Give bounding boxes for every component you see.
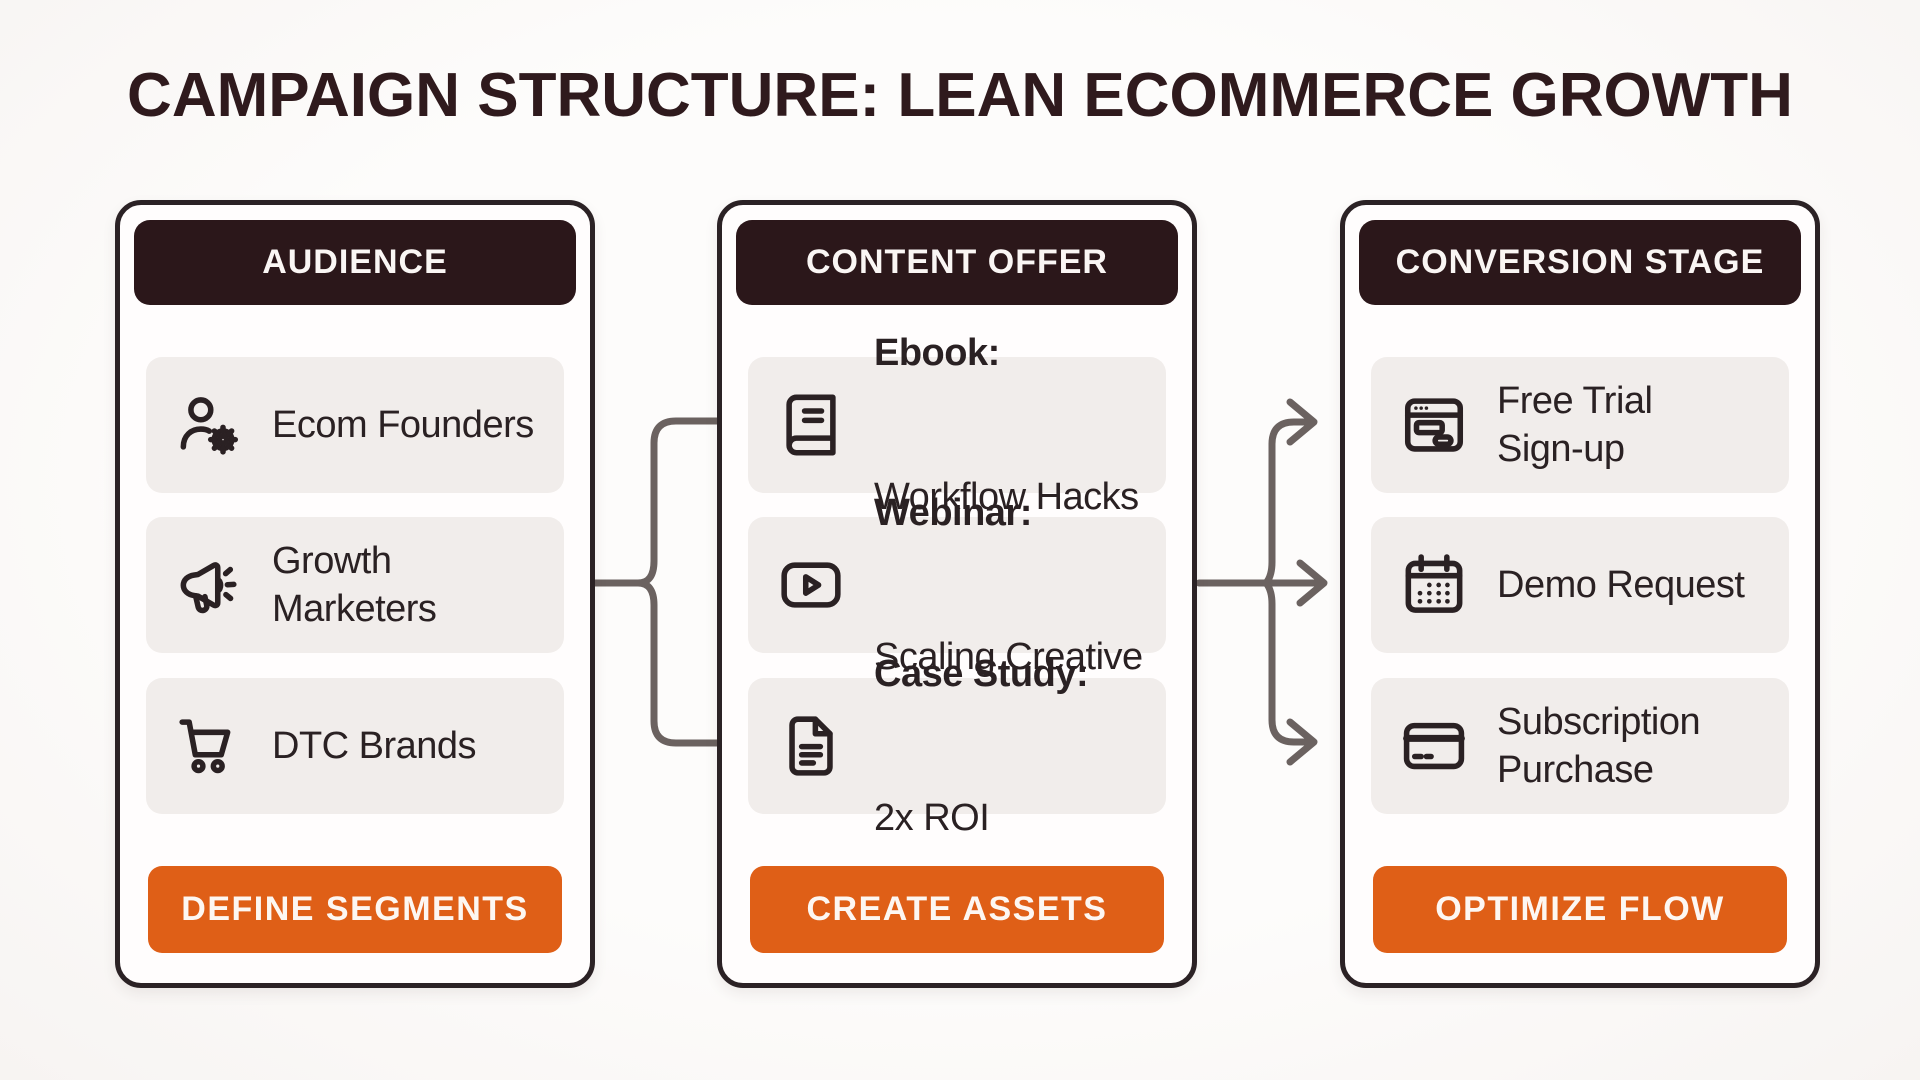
item-case-study: Case Study: 2x ROI [748, 653, 1166, 839]
item-demo-request: Demo Request [1371, 517, 1789, 653]
item-label: 2x ROI [874, 797, 990, 839]
item-label: Ecom Founders [272, 404, 534, 446]
arrowhead-middle-icon [1296, 559, 1328, 607]
item-title: Webinar: [874, 492, 1032, 534]
define-segments-button[interactable]: DEFINE SEGMENTS [148, 866, 562, 953]
signup-form-icon [1399, 390, 1469, 460]
item-subscription-purchase: Subscription Purchase [1371, 678, 1789, 814]
card-content-offer: CONTENT OFFER Ebook: Workflow Hacks Webi… [717, 200, 1197, 988]
item-label: Workflow Hacks [874, 476, 1139, 518]
item-title: Ebook: [874, 332, 1000, 374]
item-dtc-brands: DTC Brands [146, 678, 564, 814]
arrowhead-top-icon [1286, 398, 1318, 446]
item-webinar: Webinar: Scaling Creative [748, 492, 1166, 678]
megaphone-icon [174, 550, 244, 620]
arrowhead-bottom-icon [1286, 718, 1318, 766]
card-header-content-offer: CONTENT OFFER [736, 220, 1178, 305]
optimize-flow-button[interactable]: OPTIMIZE FLOW [1373, 866, 1787, 953]
item-label: Subscription Purchase [1497, 701, 1701, 791]
create-assets-button[interactable]: CREATE ASSETS [750, 866, 1164, 953]
item-label: Scaling Creative [874, 636, 1143, 678]
item-label: Growth Marketers [272, 540, 437, 630]
item-title: Case Study: [874, 653, 1089, 695]
item-growth-marketers: Growth Marketers [146, 517, 564, 653]
card-header-audience: AUDIENCE [134, 220, 576, 305]
shopping-cart-icon [174, 711, 244, 781]
split-arrow-connector [1195, 398, 1328, 766]
page-title: CAMPAIGN STRUCTURE: LEAN ECOMMERCE GROWT… [127, 61, 1793, 130]
credit-card-icon [1399, 711, 1469, 781]
document-icon [776, 711, 846, 781]
item-ebook: Ebook: Workflow Hacks [748, 332, 1166, 518]
card-conversion-stage: CONVERSION STAGE Free Trial Sign-up [1340, 200, 1820, 988]
user-gear-icon [174, 390, 244, 460]
item-label: Demo Request [1497, 564, 1745, 606]
video-play-icon [776, 550, 846, 620]
item-free-trial-signup: Free Trial Sign-up [1371, 357, 1789, 493]
item-label: Free Trial Sign-up [1497, 380, 1653, 470]
calendar-icon [1399, 550, 1469, 620]
card-header-conversion-stage: CONVERSION STAGE [1359, 220, 1801, 305]
book-icon [776, 390, 846, 460]
item-label: DTC Brands [272, 725, 477, 767]
card-audience: AUDIENCE Ecom Founders Growth Marketers [115, 200, 595, 988]
item-ecom-founders: Ecom Founders [146, 357, 564, 493]
brace-connector [588, 417, 723, 747]
